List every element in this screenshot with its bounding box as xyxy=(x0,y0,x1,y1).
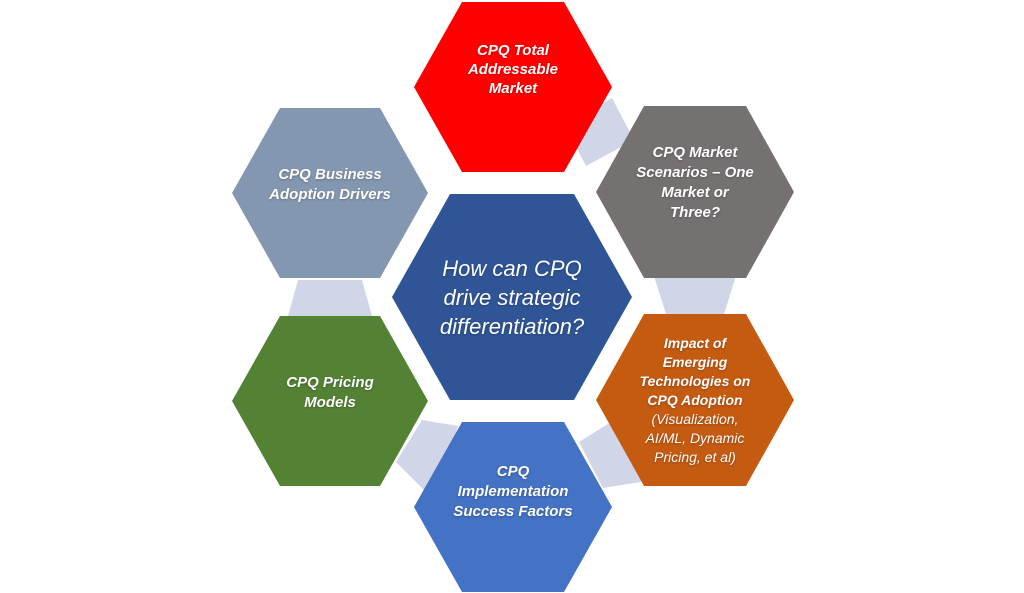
hex-label-line: Three? xyxy=(669,204,720,221)
hex-label-line: CPQ xyxy=(496,463,530,480)
hex-label-line: Addressable xyxy=(467,60,559,78)
hex-label-line: CPQ Adoption xyxy=(647,391,743,408)
hex-label-line: Models xyxy=(304,394,356,411)
connector-scenarios-emerging xyxy=(650,270,740,320)
hex-sublabel-line: AI/ML, Dynamic xyxy=(645,429,745,446)
hex-label-line: Market or xyxy=(661,184,729,201)
center-label-line: How can CPQ xyxy=(442,255,582,281)
center-label: How can CPQ drive strategic differentiatio… xyxy=(392,194,632,400)
hex-label-line: Success Factors xyxy=(453,503,573,520)
hex-label-line: Emerging xyxy=(662,353,728,370)
hex-sublabel-line: Pricing, et al) xyxy=(654,448,736,465)
hex-label-line: Market xyxy=(488,79,538,97)
hex-label-line: Scenarios – One xyxy=(636,164,754,181)
hex-label-line: CPQ Market xyxy=(652,144,738,161)
connector-shape xyxy=(288,280,372,316)
connector-implementation-pricing xyxy=(392,416,462,504)
hex-label-line: Technologies on xyxy=(639,372,751,389)
hex-label-line: CPQ Pricing xyxy=(286,374,374,391)
hex-label-line: Impact of xyxy=(663,334,727,351)
hex-center-question: How can CPQ drive strategic differentiatio… xyxy=(392,194,632,400)
hex-label-line: CPQ Business xyxy=(278,166,382,183)
connector-shape xyxy=(654,276,736,314)
center-label-line: differentiation? xyxy=(439,313,585,339)
connector-shape xyxy=(396,420,458,500)
hex-label-line: CPQ Total xyxy=(477,41,549,59)
connector-pricing-adoption xyxy=(284,276,376,320)
hex-sublabel-line: (Visualization, xyxy=(651,410,739,427)
hex-label-line: Adoption Drivers xyxy=(269,186,391,203)
center-label-line: drive strategic xyxy=(443,284,581,310)
hex-label-line: Implementation xyxy=(457,483,569,500)
